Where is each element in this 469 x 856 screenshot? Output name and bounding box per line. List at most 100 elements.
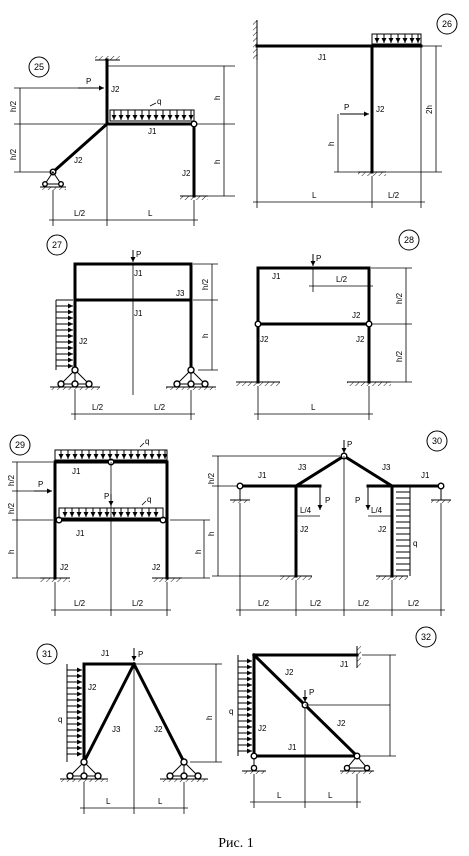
stiffness-label: J1 — [318, 53, 327, 62]
stiffness-label: J2 — [74, 156, 83, 165]
distributed-load — [371, 33, 422, 45]
stiffness-label: J1 — [72, 467, 81, 476]
dimension-label: L/2 — [336, 275, 348, 284]
ground-hatch — [40, 187, 66, 190]
dimension-label: L/2 — [132, 599, 144, 608]
figure-number-circle — [46, 234, 68, 256]
diagonal-j2 — [50, 121, 110, 175]
dimension-label: h/2 — [9, 100, 18, 112]
dimension-label: L — [328, 791, 333, 800]
dimension-label: L — [311, 403, 316, 412]
distributed-load-top — [54, 449, 168, 461]
dimension-label: h/2 — [395, 292, 404, 304]
dimension-label: L/2 — [358, 599, 370, 608]
stiffness-label: J2 — [60, 563, 69, 572]
dimension-label: L/2 — [388, 191, 400, 200]
strut-j2-right — [131, 661, 187, 765]
stiffness-label: J3 — [176, 289, 185, 298]
strut-j3 — [81, 661, 137, 765]
dimension-label: h — [327, 142, 336, 146]
stiffness-label: J1 — [148, 127, 157, 136]
dimension-label: L — [277, 791, 282, 800]
load-q-label: q — [147, 495, 151, 504]
stiffness-label: J1 — [258, 471, 267, 480]
hinge — [58, 180, 65, 187]
figure-number-circle — [28, 56, 50, 78]
hinge — [190, 120, 198, 128]
dimension-label: L/2 — [74, 209, 86, 218]
stiffness-label: J1 — [288, 743, 297, 752]
figure-number: 26 — [442, 19, 452, 29]
load-q-label: q — [157, 97, 161, 106]
dimension-label: L/2 — [310, 599, 322, 608]
figure-number-circle — [398, 229, 420, 251]
stiffness-label: J1 — [101, 649, 110, 658]
stiffness-label: J2 — [376, 105, 385, 114]
distributed-load — [109, 109, 195, 122]
base-hatch — [358, 172, 386, 176]
load-q-label: q — [58, 715, 62, 724]
force-p-label: P — [38, 480, 43, 489]
stiffness-label: J1 — [340, 660, 349, 669]
stiffness-label: J2 — [79, 337, 88, 346]
dimension-label: L — [158, 797, 163, 806]
stiffness-label: J3 — [382, 463, 391, 472]
figure-28: 28 P L/2 J1 J2 J2 J2 h/2 h/2 L — [236, 229, 420, 420]
stiffness-label: J2 — [111, 85, 120, 94]
figure-number-circle — [36, 643, 58, 665]
stiffness-label: J2 — [260, 335, 269, 344]
dimension-label: h — [194, 550, 203, 554]
rafter-j3-left — [293, 453, 347, 489]
dimension-label: 2h — [425, 105, 434, 114]
dimension-label: L — [148, 209, 153, 218]
figure-number-circle — [415, 626, 437, 648]
dimension-label: h/2 — [207, 472, 216, 484]
stiffness-label: J2 — [378, 525, 387, 534]
load-q-label: q — [145, 437, 149, 446]
dimension-label: h/2 — [9, 148, 18, 160]
dimension-label: L/4 — [300, 506, 312, 515]
dimension-label: h — [213, 96, 222, 100]
force-p-label: P — [316, 254, 321, 263]
dimension-label: L — [106, 797, 111, 806]
stiffness-label: J2 — [337, 719, 346, 728]
force-p-label: P — [344, 103, 349, 112]
dimension-label: h/2 — [395, 350, 404, 362]
stiffness-label: J2 — [352, 311, 361, 320]
figure-30: 30 P P P L/4 — [207, 430, 451, 616]
force-p-label: P — [325, 496, 330, 505]
figure-number: 32 — [421, 632, 431, 642]
force-p-label: P — [136, 250, 141, 259]
wall-hatch — [253, 20, 257, 60]
support-hatch — [95, 56, 120, 60]
force-p-label: P — [138, 650, 143, 659]
load-q-label: q — [229, 707, 233, 716]
force-p-label: P — [309, 688, 314, 697]
load-q-label: q — [413, 539, 417, 548]
stiffness-label: J3 — [112, 725, 121, 734]
figure-number: 28 — [404, 235, 414, 245]
dimension-label: h — [207, 532, 216, 536]
stiffness-label: J2 — [356, 335, 365, 344]
force-p-label: P — [355, 496, 360, 505]
dimension-label: h/2 — [7, 502, 16, 514]
figure-31: 31 P J1 J2 J3 J2 q — [36, 643, 222, 814]
stiffness-label: J2 — [182, 169, 191, 178]
dimension-label: L/2 — [92, 403, 104, 412]
figure-number-circle — [426, 430, 448, 452]
dimension-label: L/4 — [371, 506, 383, 515]
figure-29: 29 q — [7, 434, 210, 616]
figure-caption: Рис. 1 — [218, 836, 254, 851]
figure-25: 25 q P — [9, 56, 235, 226]
pin-support — [44, 171, 62, 185]
base-hatch — [180, 196, 208, 200]
stiffness-label: J2 — [154, 725, 163, 734]
dimension-label: L/2 — [154, 403, 166, 412]
stiffness-label: J2 — [300, 525, 309, 534]
force-p-label: P — [86, 77, 91, 86]
dimension-label: L — [312, 191, 317, 200]
figure-number: 25 — [34, 62, 44, 72]
dimension-label: h — [205, 716, 214, 720]
dimension-label: h/2 — [7, 474, 16, 486]
